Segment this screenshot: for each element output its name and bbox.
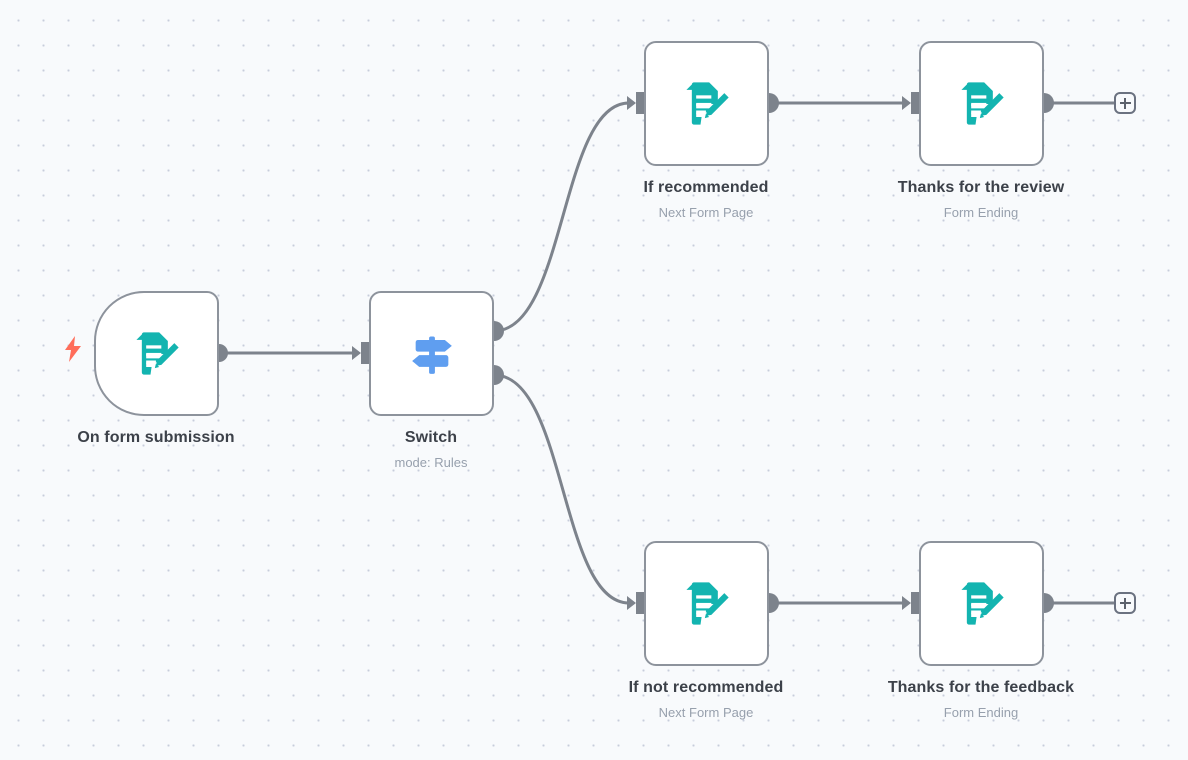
add-node-button-bottom[interactable]: [1114, 592, 1136, 614]
node-if-recommended[interactable]: [644, 41, 769, 166]
form-document-pencil-icon: [135, 331, 179, 375]
node-title: If recommended: [643, 179, 769, 196]
add-node-button-top[interactable]: [1114, 92, 1136, 114]
node-title: Switch: [404, 429, 458, 446]
edge-thanks-for-the-review-to-add-button: [1034, 93, 1114, 113]
node-label-if-not-recommended: If not recommended Next Form Page: [581, 678, 831, 722]
node-label-thanks-for-the-review: Thanks for the review Form Ending: [856, 178, 1106, 222]
edge-switch-to-if-not-recommended: [484, 365, 644, 614]
form-document-pencil-icon: [960, 581, 1004, 625]
node-title: If not recommended: [628, 679, 784, 696]
signpost-switch-icon: [411, 336, 452, 374]
form-document-pencil-icon: [685, 581, 729, 625]
edge-thanks-for-the-feedback-to-add-button: [1034, 593, 1114, 613]
trigger-lightning-bolt-icon: [65, 336, 81, 362]
node-title: On form submission: [77, 429, 235, 446]
edge-if-recommended-to-thanks-for-the-review: [759, 92, 919, 114]
node-label-on-form-submission: On form submission: [31, 428, 281, 448]
node-subtitle: Next Form Page: [658, 705, 754, 720]
edge-if-not-recommended-to-thanks-for-the-feedback: [759, 592, 919, 614]
form-document-pencil-icon: [960, 81, 1004, 125]
node-subtitle: Form Ending: [943, 705, 1019, 720]
node-subtitle: Form Ending: [943, 205, 1019, 220]
node-label-if-recommended: If recommended Next Form Page: [581, 178, 831, 222]
node-thanks-for-the-review[interactable]: [919, 41, 1044, 166]
node-subtitle: Next Form Page: [658, 205, 754, 220]
node-subtitle: mode: Rules: [394, 455, 468, 470]
edge-on-form-submission-to-switch: [210, 342, 369, 364]
node-thanks-for-the-feedback[interactable]: [919, 541, 1044, 666]
node-label-thanks-for-the-feedback: Thanks for the feedback Form Ending: [856, 678, 1106, 722]
node-label-switch: Switch mode: Rules: [331, 428, 531, 472]
node-on-form-submission[interactable]: [94, 291, 219, 416]
node-if-not-recommended[interactable]: [644, 541, 769, 666]
node-switch[interactable]: [369, 291, 494, 416]
node-title: Thanks for the feedback: [887, 679, 1075, 696]
form-document-pencil-icon: [685, 81, 729, 125]
node-title: Thanks for the review: [897, 179, 1065, 196]
